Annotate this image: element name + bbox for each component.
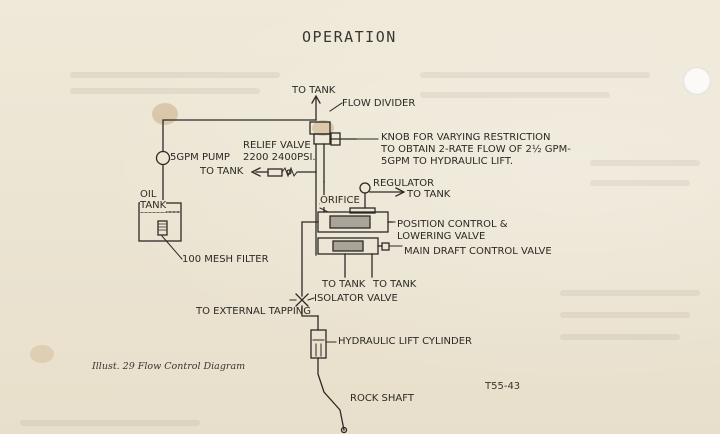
paper-stain xyxy=(312,120,334,136)
isolator-feed xyxy=(301,221,319,297)
to-tank-top-label: TO TANK xyxy=(292,85,336,96)
pump-symbol xyxy=(155,150,171,166)
pump-label: 5GPM PUMP xyxy=(170,152,230,163)
lift-cylinder-label: HYDRAULIC LIFT CYLINDER xyxy=(338,336,472,347)
filter-label: 100 MESH FILTER xyxy=(182,254,269,265)
relief-valve-ball xyxy=(286,169,292,175)
relief-to-tank-label: TO TANK xyxy=(200,166,244,177)
lift-cylinder xyxy=(310,329,327,359)
return-arrow xyxy=(311,94,321,104)
isolator-to-lift xyxy=(301,305,319,317)
binder-hole xyxy=(683,67,711,95)
orifice-label: ORIFICE xyxy=(320,195,360,207)
draft-control-label: MAIN DRAFT CONTROL VALVE xyxy=(404,246,552,257)
isolator-leader xyxy=(307,297,315,301)
bleed-through-text xyxy=(560,334,680,340)
bleed-through-text xyxy=(560,312,690,318)
flow-divider-body xyxy=(309,121,331,135)
bleed-through-text xyxy=(420,72,650,78)
bleed-through-text xyxy=(590,160,700,166)
relief-valve-body xyxy=(267,168,283,177)
oil-tank-label-2: TANK xyxy=(140,200,167,212)
relief-pressure-label: 2200 2400PSI. xyxy=(243,152,316,163)
regulator-label: REGULATOR xyxy=(373,178,435,189)
isolator-valve-label: ISOLATOR VALVE xyxy=(314,293,398,304)
draft-control-connector xyxy=(381,242,390,251)
isolator-valve xyxy=(295,293,309,307)
regulator-symbol xyxy=(359,182,371,194)
draft-control-spool xyxy=(332,240,364,252)
bleed-through-text xyxy=(420,92,610,98)
knob-label-line2: TO OBTAIN 2-RATE FLOW OF 2½ GPM- xyxy=(381,144,571,155)
position-control-piston xyxy=(349,207,376,214)
bleed-through-text xyxy=(590,180,690,186)
knob-label-line1: KNOB FOR VARYING RESTRICTION xyxy=(381,132,551,143)
flow-divider-label: FLOW DIVIDER xyxy=(342,98,416,109)
rock-shaft-link xyxy=(317,357,345,431)
pressure-line xyxy=(162,119,317,152)
bleed-through-text xyxy=(560,290,700,296)
page-heading: OPERATION xyxy=(302,28,397,46)
lift-piston xyxy=(312,339,325,357)
paper-stain xyxy=(30,345,54,363)
bleed-through-text xyxy=(70,72,280,78)
flow-divider-spool xyxy=(313,133,331,145)
position-control-label-2: LOWERING VALVE xyxy=(397,231,486,242)
rock-shaft-label: ROCK SHAFT xyxy=(350,393,414,404)
relief-to-tank-arrow xyxy=(251,167,261,177)
relief-valve-label: RELIEF VALVE xyxy=(243,140,311,151)
filter-element xyxy=(157,220,168,236)
position-control-spool xyxy=(329,215,371,229)
bleed-through-text xyxy=(20,420,200,426)
rock-shaft-pivot xyxy=(340,426,348,434)
external-tapping-label: TO EXTERNAL TAPPING xyxy=(196,306,312,317)
flow-divider-leader xyxy=(329,102,343,112)
regulator-arrow xyxy=(395,187,405,197)
knob-label-line3: 5GPM TO HYDRAULIC LIFT. xyxy=(381,156,514,167)
to-tank-b-label: TO TANK xyxy=(373,279,417,290)
bleed-through-text xyxy=(70,88,260,94)
relief-valve-spring xyxy=(281,166,298,178)
position-control-label-1: POSITION CONTROL & xyxy=(397,219,508,230)
regulator-to-tank-label: TO TANK xyxy=(407,189,451,200)
figure-caption: Illust. 29 Flow Control Diagram xyxy=(92,361,246,372)
to-tank-a-label: TO TANK xyxy=(322,279,366,290)
filter-leader xyxy=(161,235,183,260)
oil-tank-label-1: OIL xyxy=(140,189,157,200)
figure-code: T55-43 xyxy=(485,381,521,392)
filter-mesh xyxy=(158,223,167,231)
